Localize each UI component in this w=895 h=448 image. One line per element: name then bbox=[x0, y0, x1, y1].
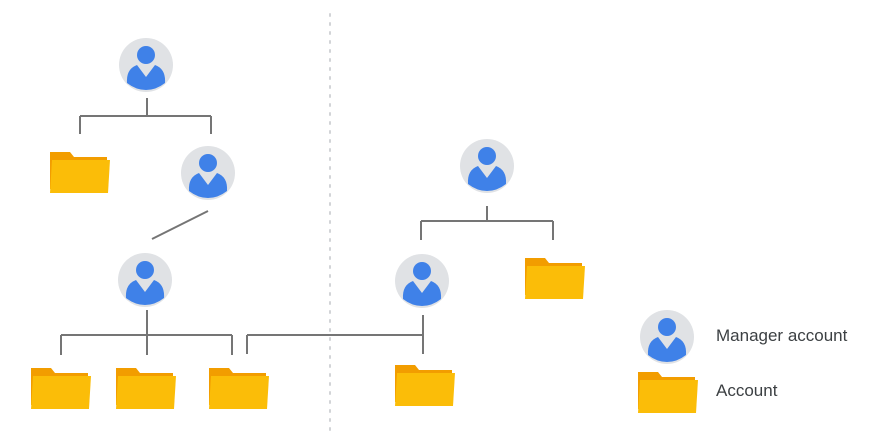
account-folder-icon bbox=[50, 152, 110, 193]
manager-account-icon bbox=[460, 139, 514, 193]
manager-account-icon bbox=[118, 253, 172, 307]
account-folder-icon bbox=[395, 365, 455, 406]
account-folder-icon bbox=[525, 258, 585, 299]
connector-root bbox=[79, 98, 212, 134]
connector-diagonal bbox=[151, 210, 209, 240]
manager-account-icon bbox=[119, 38, 173, 92]
account-folder-icon bbox=[209, 368, 269, 409]
account-folder-icon bbox=[31, 368, 91, 409]
connector-right-root bbox=[420, 206, 554, 240]
connector-right-manager bbox=[246, 315, 424, 354]
legend-account-label: Account bbox=[716, 381, 778, 400]
legend-manager-label: Manager account bbox=[716, 326, 848, 345]
manager-account-icon bbox=[395, 254, 449, 308]
legend-manager-icon bbox=[640, 310, 694, 364]
account-folder-icon bbox=[116, 368, 176, 409]
connector-left-manager bbox=[60, 310, 233, 355]
manager-account-icon bbox=[181, 146, 235, 200]
legend-account-icon bbox=[638, 372, 698, 413]
connectors bbox=[60, 98, 554, 355]
